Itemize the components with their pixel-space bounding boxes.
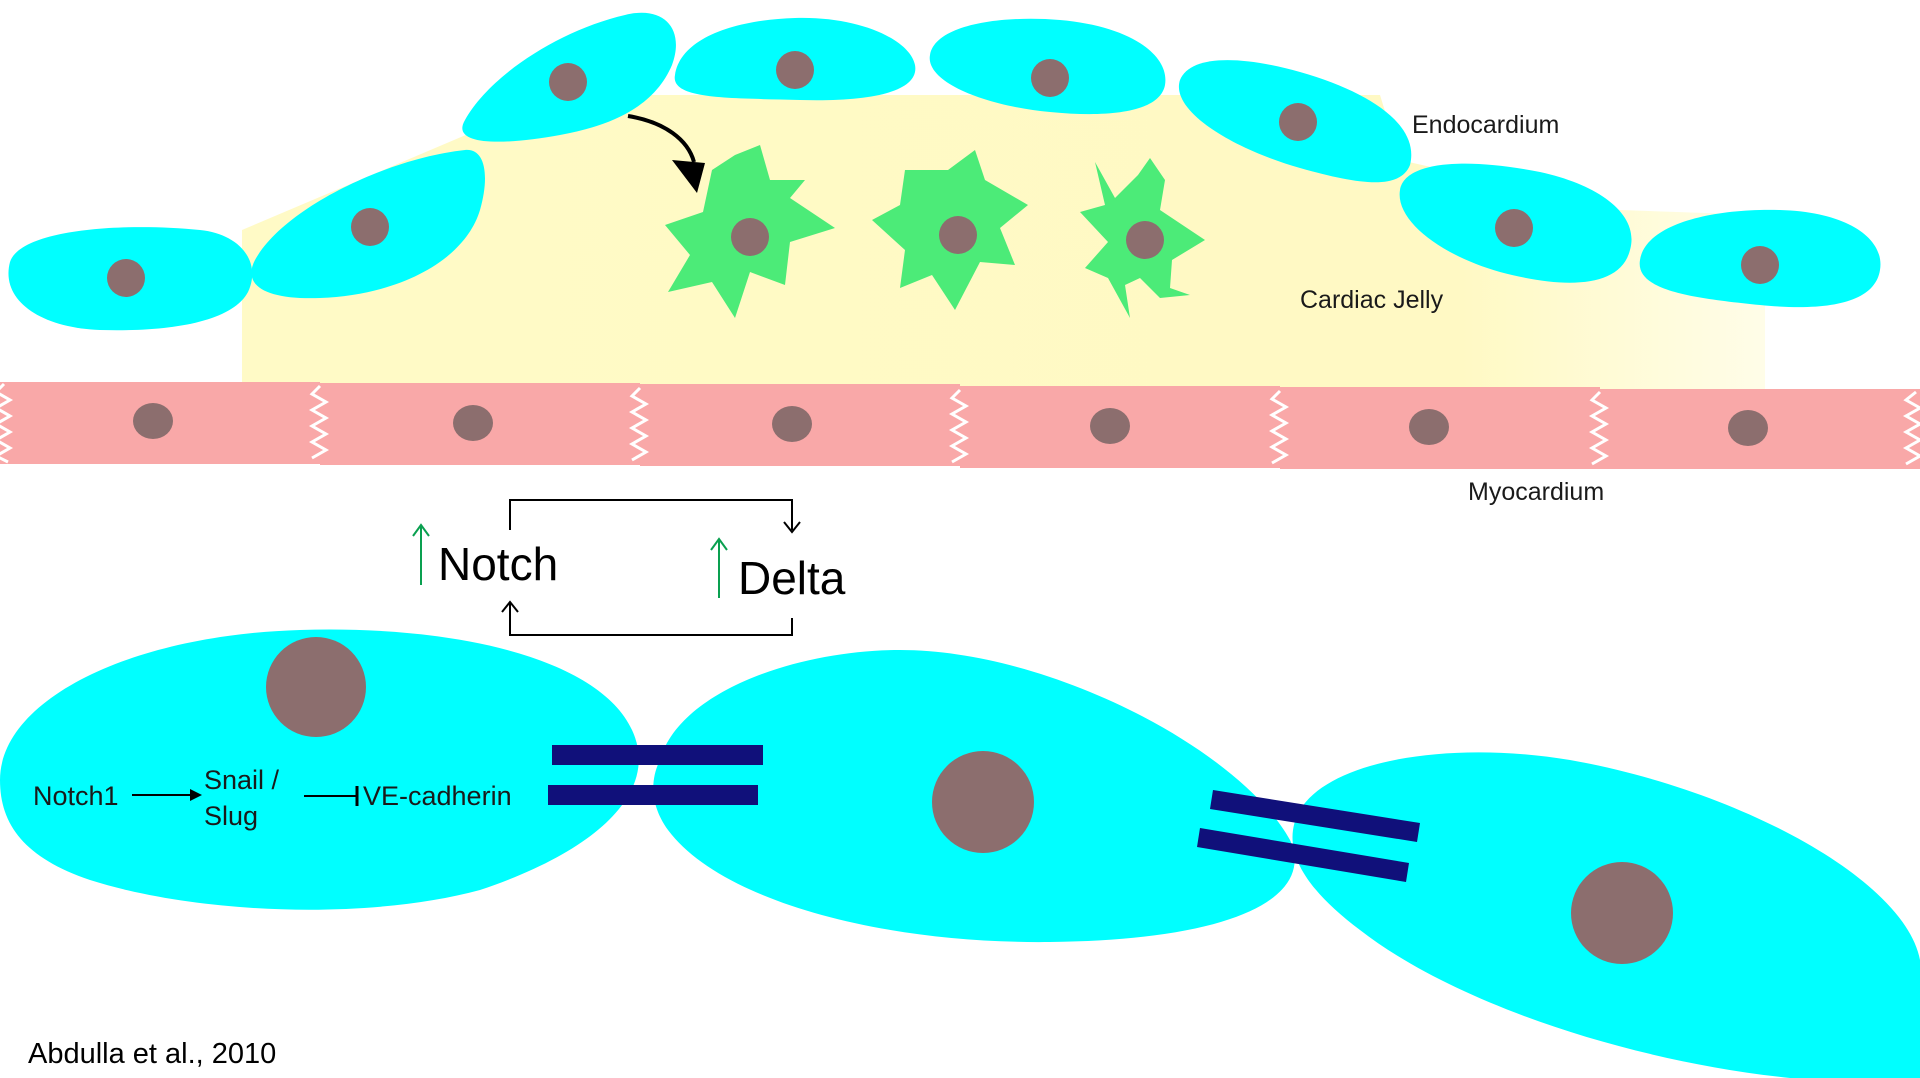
endocardium-label: Endocardium xyxy=(1412,111,1559,139)
nucleus xyxy=(266,637,366,737)
loop-top-connector xyxy=(510,500,792,530)
nucleus xyxy=(1090,408,1130,444)
nucleus xyxy=(133,403,173,439)
nucleus xyxy=(1409,409,1449,445)
nucleus xyxy=(1571,862,1673,964)
myocardium-label: Myocardium xyxy=(1468,478,1604,506)
loop-bottom-connector xyxy=(510,602,792,635)
nucleus xyxy=(1031,59,1069,97)
nucleus xyxy=(731,218,769,256)
cadherin-bar xyxy=(552,745,763,765)
nucleus xyxy=(776,51,814,89)
nucleus xyxy=(453,405,493,441)
myocardium-layer xyxy=(0,382,1920,469)
delta-upregulation-arrow xyxy=(711,539,727,598)
zoomed-endothelial-cells xyxy=(0,630,1920,1078)
cardiac-jelly-label: Cardiac Jelly xyxy=(1300,286,1444,314)
slug-label: Slug xyxy=(204,801,258,831)
notch-label: Notch xyxy=(438,538,558,590)
ve-cadherin-label: VE-cadherin xyxy=(363,781,512,811)
nucleus xyxy=(1279,103,1317,141)
nucleus xyxy=(772,406,812,442)
nucleus xyxy=(1741,246,1779,284)
snail-label: Snail / xyxy=(204,765,280,795)
notch-upregulation-arrow xyxy=(413,525,429,585)
nucleus xyxy=(939,216,977,254)
delta-label: Delta xyxy=(738,552,846,604)
nucleus xyxy=(1126,221,1164,259)
notch1-label: Notch1 xyxy=(33,781,119,811)
cadherin-bar xyxy=(548,785,758,805)
nucleus xyxy=(1495,209,1533,247)
nucleus xyxy=(1728,410,1768,446)
nucleus xyxy=(107,259,145,297)
citation: Abdulla et al., 2010 xyxy=(28,1038,276,1070)
nucleus xyxy=(351,208,389,246)
nucleus xyxy=(549,63,587,101)
nucleus xyxy=(932,751,1034,853)
